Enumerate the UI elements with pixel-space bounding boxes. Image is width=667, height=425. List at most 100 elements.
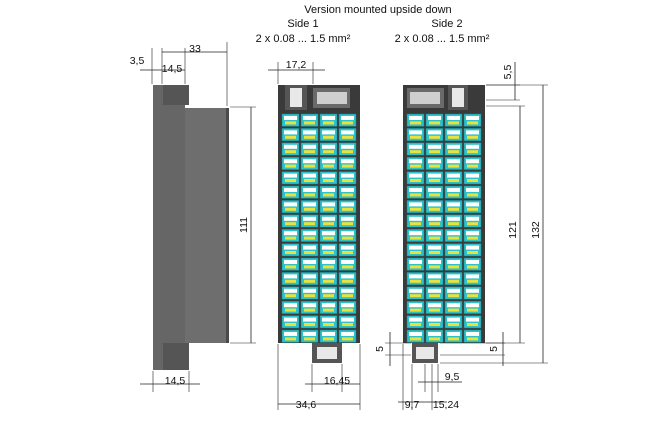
- terminal-contact: [342, 121, 353, 125]
- terminal-slot: [409, 288, 422, 293]
- terminal-cell: [319, 272, 338, 286]
- terminal-slot: [303, 332, 316, 336]
- terminal-contact: [285, 294, 296, 298]
- terminal-cell: [300, 257, 319, 271]
- terminal-slot: [447, 332, 460, 336]
- terminal-cell: [444, 214, 463, 228]
- dim-side2-right-offset: 5: [488, 346, 500, 352]
- terminal-slot: [303, 188, 316, 192]
- terminal-contact: [342, 236, 353, 240]
- terminal-slot: [284, 159, 297, 164]
- terminal-contact: [448, 294, 459, 298]
- terminal-slot: [341, 231, 354, 236]
- terminal-contact: [448, 308, 459, 312]
- terminal-cell: [319, 185, 338, 199]
- terminal-contact: [304, 193, 315, 197]
- terminal-contact: [285, 222, 296, 226]
- dim-side2-pin-offset: 9,5: [445, 371, 460, 383]
- terminal-cell: [444, 128, 463, 142]
- terminal-cell: [300, 156, 319, 170]
- terminal-slot: [284, 173, 297, 178]
- terminal-contact: [342, 135, 353, 139]
- terminal-slot: [466, 173, 479, 178]
- terminal-cell: [281, 214, 300, 228]
- terminal-slot: [322, 260, 335, 264]
- terminal-cell: [406, 156, 425, 170]
- terminal-cell: [406, 228, 425, 242]
- terminal-cell: [425, 315, 444, 329]
- terminal-slot: [284, 303, 297, 308]
- terminal-slot: [447, 188, 460, 192]
- terminal-cell: [463, 257, 482, 271]
- terminal-contact: [304, 135, 315, 139]
- terminal-slot: [466, 303, 479, 308]
- terminal-contact: [323, 337, 334, 341]
- terminal-cell: [300, 200, 319, 214]
- terminal-slot: [284, 274, 297, 279]
- terminal-slot: [447, 216, 460, 221]
- terminal-slot: [284, 260, 297, 264]
- terminal-cell: [338, 329, 357, 343]
- terminal-contact: [448, 279, 459, 283]
- side2-top-connector-slot: [452, 88, 464, 107]
- terminal-contact: [323, 222, 334, 226]
- terminal-cell: [300, 243, 319, 257]
- terminal-cell: [338, 214, 357, 228]
- terminal-cell: [425, 329, 444, 343]
- terminal-contact: [342, 193, 353, 197]
- terminal-contact: [448, 207, 459, 211]
- terminal-cell: [338, 142, 357, 156]
- terminal-cell: [425, 185, 444, 199]
- dim-side2-left-margin: 9,7: [405, 399, 420, 411]
- terminal-contact: [410, 179, 421, 182]
- terminal-contact: [429, 164, 440, 168]
- terminal-cell: [463, 243, 482, 257]
- terminal-slot: [322, 216, 335, 221]
- terminal-cell: [300, 142, 319, 156]
- terminal-contact: [467, 164, 478, 168]
- terminal-slot: [341, 173, 354, 178]
- terminal-contact: [410, 308, 421, 312]
- terminal-contact: [285, 308, 296, 312]
- terminal-cell: [338, 128, 357, 142]
- terminal-slot: [447, 274, 460, 279]
- terminal-contact: [429, 337, 440, 341]
- terminal-cell: [300, 286, 319, 300]
- terminal-cell: [281, 142, 300, 156]
- dim-side2-inner-height: 121: [507, 221, 519, 239]
- terminal-contact: [410, 236, 421, 240]
- terminal-cell: [463, 156, 482, 170]
- terminal-cell: [300, 171, 319, 185]
- side1-dimensions: 17,2 16,45 34,6: [268, 59, 361, 411]
- terminal-contact: [429, 294, 440, 298]
- terminal-contact: [342, 279, 353, 283]
- terminal-contact: [448, 179, 459, 182]
- terminal-contact: [429, 222, 440, 226]
- terminal-slot: [284, 231, 297, 236]
- terminal-contact: [467, 222, 478, 226]
- side2-terminal-grid: [406, 113, 482, 343]
- terminal-contact: [448, 164, 459, 168]
- terminal-slot: [322, 188, 335, 192]
- terminal-cell: [281, 300, 300, 314]
- terminal-contact: [410, 265, 421, 269]
- terminal-slot: [341, 288, 354, 293]
- terminal-cell: [319, 286, 338, 300]
- terminal-cell: [281, 185, 300, 199]
- terminal-contact: [342, 207, 353, 211]
- terminal-contact: [429, 265, 440, 269]
- terminal-cell: [444, 286, 463, 300]
- terminal-slot: [447, 245, 460, 250]
- terminal-cell: [425, 272, 444, 286]
- terminal-slot: [409, 260, 422, 264]
- terminal-contact: [467, 207, 478, 211]
- terminal-cell: [338, 300, 357, 314]
- terminal-cell: [281, 286, 300, 300]
- dim-side2-top-offset: 5,5: [502, 65, 514, 80]
- terminal-contact: [429, 179, 440, 182]
- terminal-cell: [406, 257, 425, 271]
- terminal-slot: [409, 216, 422, 221]
- terminal-contact: [304, 251, 315, 254]
- terminal-cell: [406, 286, 425, 300]
